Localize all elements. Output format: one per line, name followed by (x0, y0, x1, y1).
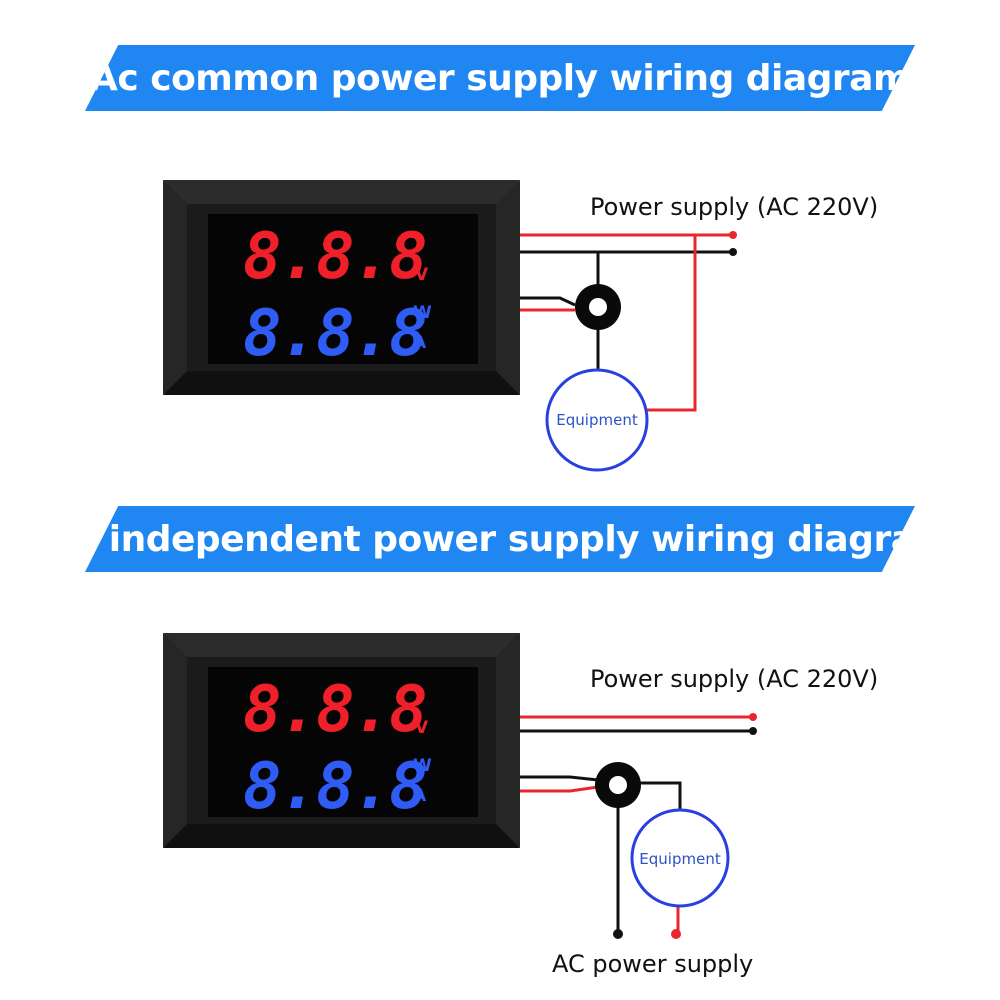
section-2-title-banner: Ac independent power supply wiring diagr… (85, 506, 915, 572)
power-supply-label: Power supply (AC 220V) (590, 665, 879, 693)
common-supply-diagram: 8.8.8 8.8.8 V W A Power supply (AC 220V)… (0, 170, 1000, 500)
equipment-label: Equipment (556, 411, 638, 429)
meter-module: 8.8.8 8.8.8 V W A (163, 633, 520, 848)
wiring (520, 715, 753, 932)
current-transformer-ring (595, 762, 641, 808)
independent-supply-diagram: 8.8.8 8.8.8 V W A Power supply (AC 220V)… (0, 625, 1000, 978)
current-transformer-ring (575, 284, 621, 330)
wire-end-black (729, 248, 737, 256)
meter-module: 8.8.8 8.8.8 V W A (163, 180, 520, 395)
voltage-digits: 8.8.8 (243, 673, 426, 747)
common-supply-wiring-svg: 8.8.8 8.8.8 V W A (163, 180, 737, 472)
independent-supply-wiring-svg: 8.8.8 8.8.8 V W A (163, 633, 757, 939)
section-1-title-banner: Ac common power supply wiring diagram (85, 45, 915, 111)
unit-v-label: V (415, 718, 429, 738)
unit-a-label: A (413, 786, 427, 806)
equipment-label: Equipment (639, 850, 721, 868)
power-supply-label: Power supply (AC 220V) (590, 193, 879, 221)
wire-end-red (729, 231, 737, 239)
voltage-digits: 8.8.8 (243, 220, 426, 294)
unit-w-label: W (413, 756, 432, 776)
ac-power-supply-label: AC power supply (552, 950, 754, 978)
wire-end-red (749, 713, 757, 721)
section-2-title: Ac independent power supply wiring diagr… (48, 518, 952, 560)
unit-w-label: W (413, 303, 432, 323)
wire-end-black (749, 727, 757, 735)
equipment-circle (545, 368, 649, 472)
unit-v-label: V (415, 265, 429, 285)
section-1-title: Ac common power supply wiring diagram (90, 57, 910, 99)
equipment-circle (630, 808, 730, 908)
ac-terminal-red (671, 929, 681, 939)
power-current-digits: 8.8.8 (243, 297, 426, 371)
power-current-digits: 8.8.8 (243, 750, 426, 824)
ac-terminal-black (613, 929, 623, 939)
unit-a-label: A (413, 333, 427, 353)
